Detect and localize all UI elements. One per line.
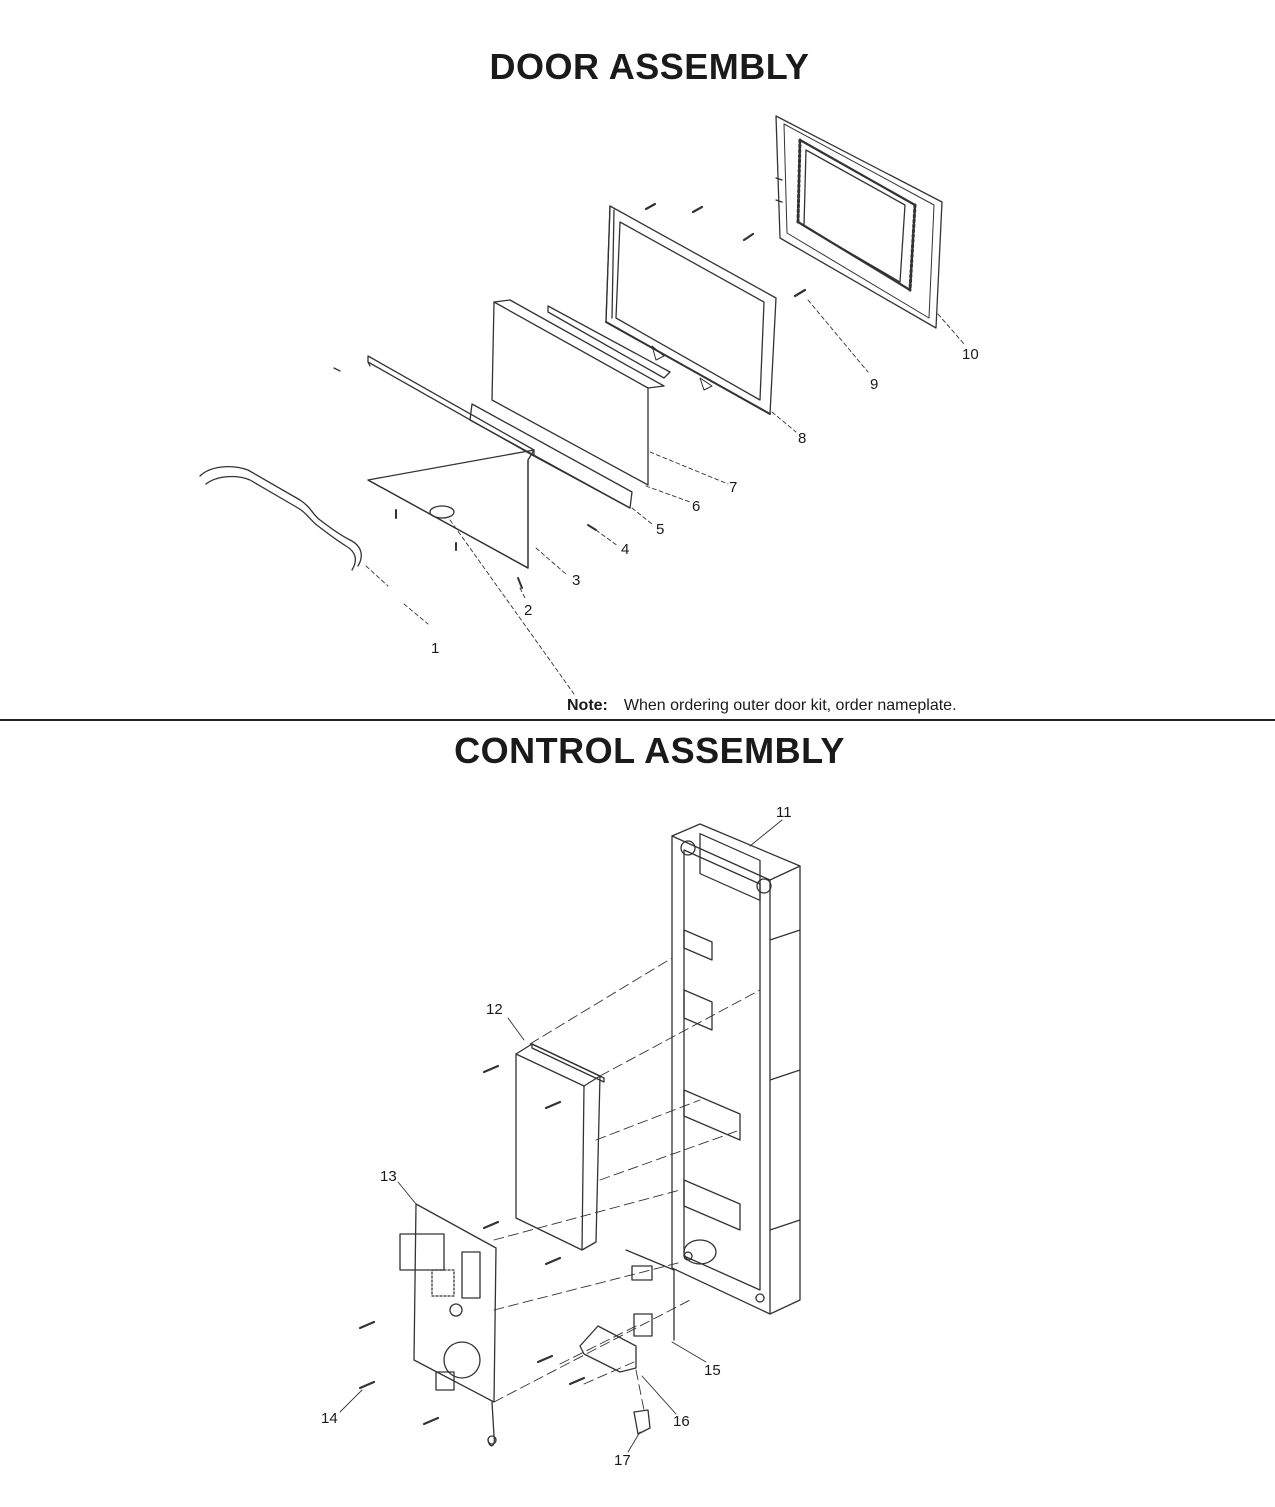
switch-lever-part: [633, 1409, 651, 1435]
callout-9: 9: [870, 376, 878, 393]
callout-15: 15: [704, 1362, 721, 1379]
transformer-part: [399, 1233, 445, 1271]
connector-part: [631, 1265, 653, 1281]
control-callout-leaders: [339, 819, 783, 1453]
nameplate-part: [429, 505, 455, 519]
relay-part: [461, 1251, 481, 1299]
callout-6: 6: [692, 498, 700, 515]
callout-8: 8: [798, 430, 806, 447]
door-handle-part: [199, 367, 362, 571]
outer-door-panel-part: [367, 355, 633, 509]
callout-11: 11: [776, 804, 792, 821]
callout-2: 2: [524, 602, 532, 619]
inner-door-panel-part: [775, 115, 943, 329]
control-diagram: 11 12 13 14 15 16 17: [321, 804, 801, 1469]
door-note: Note: When ordering outer door kit, order…: [567, 697, 957, 715]
switch-bracket-part: [579, 1325, 637, 1373]
control-frame-part: [671, 823, 801, 1315]
control-board-part: [399, 1203, 497, 1447]
callout-1: 1: [431, 640, 439, 657]
touch-panel-part: [515, 1043, 605, 1251]
door-assembly-title: DOOR ASSEMBLY: [489, 46, 810, 87]
door-diagram: 1 2 3 4 5 6 7 8 9 10: [199, 115, 979, 695]
note-label: Note:: [567, 697, 608, 714]
door-frame-part: [605, 205, 777, 415]
door-leader-lines: [365, 299, 965, 695]
interlock-switch-part: [633, 1313, 653, 1337]
control-leader-lines: [493, 957, 761, 1411]
switch-assembly-part: [579, 1249, 675, 1435]
callout-12: 12: [486, 1001, 503, 1018]
callout-14: 14: [321, 1410, 338, 1427]
callout-4: 4: [621, 541, 629, 558]
motor-part: [683, 1239, 717, 1265]
callout-17: 17: [614, 1452, 631, 1469]
door-screws-part: [644, 202, 807, 298]
buzzer-part: [443, 1341, 481, 1379]
control-assembly-title: CONTROL ASSEMBLY: [454, 730, 845, 771]
heat-sink-part: [431, 1269, 455, 1297]
callout-5: 5: [656, 521, 664, 538]
outer-door-part: [367, 449, 535, 569]
callout-7: 7: [729, 479, 737, 496]
callout-3: 3: [572, 572, 580, 589]
door-glass-part: [491, 299, 665, 486]
note-text: When ordering outer door kit, order name…: [623, 697, 957, 714]
callout-10: 10: [962, 346, 979, 363]
callout-16: 16: [673, 1413, 690, 1430]
clip-part: [587, 524, 597, 531]
door-strip-part: [547, 305, 671, 379]
section-divider: [0, 719, 1275, 721]
callout-13: 13: [380, 1168, 397, 1185]
control-screws-part: [358, 1064, 586, 1426]
fastener-part: [517, 577, 523, 589]
